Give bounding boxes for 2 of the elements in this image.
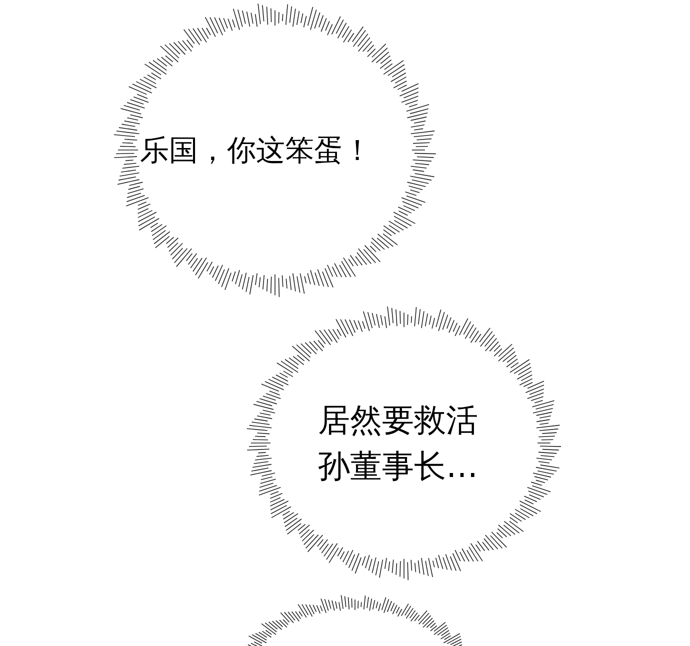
speech-text: 乐国，你这笨蛋！ [140,132,373,169]
speech-text: 居然要救活孙董事长… [318,400,479,487]
